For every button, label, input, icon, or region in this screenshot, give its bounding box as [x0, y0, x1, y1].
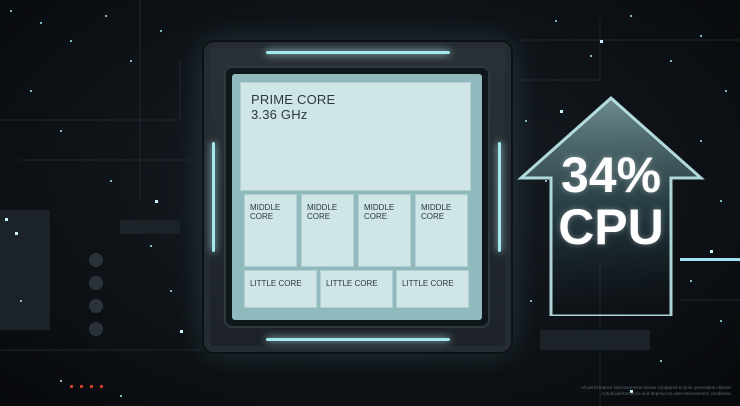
middle-core-block: MIDDLE CORE: [301, 194, 354, 267]
disclaimer-line-1: All performance improvements shown compa…: [580, 385, 732, 390]
disclaimer-line-2: Actual performance and depend on user en…: [601, 391, 732, 396]
chip-glow-top: [266, 51, 450, 54]
chip-glow-left: [212, 142, 215, 252]
cpu-improvement-percent: 34%: [560, 147, 662, 203]
cpu-label: CPU: [558, 199, 664, 255]
little-core-block: LITTLE CORE: [244, 270, 317, 308]
up-arrow-icon: [517, 96, 705, 316]
chip-glow-right: [498, 142, 501, 252]
middle-core-block: MIDDLE CORE: [244, 194, 297, 267]
middle-core-block: MIDDLE CORE: [415, 194, 468, 267]
prime-core-block: PRIME CORE 3.36 GHz: [240, 82, 471, 191]
prime-core-frequency: 3.36 GHz: [251, 107, 308, 122]
prime-core-label: PRIME CORE: [251, 92, 336, 107]
little-core-block: LITTLE CORE: [396, 270, 469, 308]
chip-glow-bottom: [266, 338, 450, 341]
middle-core-block: MIDDLE CORE: [358, 194, 411, 267]
little-core-block: LITTLE CORE: [320, 270, 393, 308]
